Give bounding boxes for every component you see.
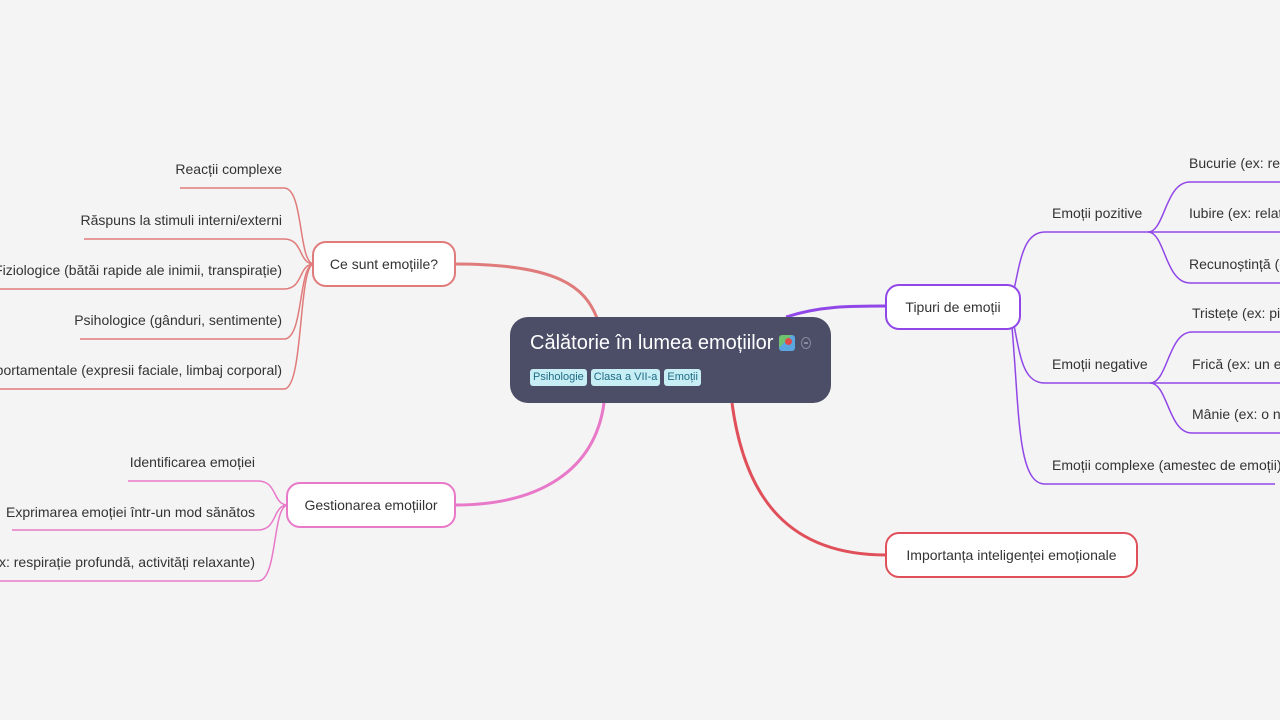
link-what-are-item-5: [0, 263, 315, 390]
world-map-icon: [779, 335, 796, 351]
sub-branch-positive[interactable]: Emoții pozitive: [1052, 205, 1143, 221]
link-root-importance: [730, 402, 887, 557]
leaf-joy[interactable]: Bucurie (ex: reușită): [1189, 155, 1280, 171]
branch-emotional-intelligence[interactable]: Importanța inteligenței emoționale: [885, 532, 1138, 578]
branch-what-are-emotions[interactable]: Ce sunt emoțiile?: [312, 241, 456, 287]
link-managing-item-3: [0, 504, 289, 582]
leaf-physiological[interactable]: Fiziologice (bătăi rapide ale inimii, tr…: [0, 262, 282, 278]
link-negative-item-3: [1149, 382, 1280, 434]
link-managing-item-2: [12, 504, 289, 531]
link-negative-item-1: [1149, 331, 1280, 384]
leaf-express-emotion[interactable]: Exprimarea emoției într-un mod sănătos: [6, 504, 255, 520]
tag[interactable]: Clasa a VII-a: [590, 369, 661, 386]
tag[interactable]: Psihologie: [530, 369, 587, 386]
link-what-are-item-3: [0, 263, 315, 290]
leaf-anger[interactable]: Mânie (ex: o nedreptate): [1192, 406, 1280, 422]
leaf-behavioral[interactable]: Comportamentale (expresii faciale, limba…: [0, 362, 282, 378]
collapse-icon[interactable]: [801, 337, 811, 349]
root-title-row: Călătorie în lumea emoțiilor: [530, 329, 811, 357]
link-positive-item-3: [1147, 231, 1280, 284]
link-types-complex: [1009, 305, 1275, 485]
link-what-are-item-1: [180, 187, 315, 265]
link-positive-item-1: [1147, 181, 1280, 233]
tag[interactable]: Emoții: [664, 369, 701, 386]
leaf-sadness[interactable]: Tristețe (ex: pierdere): [1192, 305, 1280, 321]
sub-branch-negative[interactable]: Emoții negative: [1052, 356, 1148, 372]
leaf-love[interactable]: Iubire (ex: relații): [1189, 205, 1280, 221]
link-types-positive: [1009, 231, 1148, 307]
leaf-identify-emotion[interactable]: Identificarea emoției: [129, 454, 255, 470]
root-tags: Psihologie Clasa a VII-a Emoții: [530, 369, 811, 386]
leaf-complex-reactions[interactable]: Reacții complexe: [175, 161, 282, 177]
link-what-are-item-2: [84, 238, 315, 265]
leaf-psychological[interactable]: Psihologice (gânduri, sentimente): [74, 312, 282, 328]
link-root-managing: [454, 402, 606, 507]
branch-label: Tipuri de emoții: [905, 299, 1001, 315]
leaf-gratitude[interactable]: Recunoștință (ex: ajutor): [1189, 256, 1280, 272]
leaf-calming-techniques[interactable]: Tehnici de calmare (ex: respirație profu…: [0, 554, 255, 570]
leaf-stimuli-response[interactable]: Răspuns la stimuli interni/externi: [80, 212, 282, 228]
link-managing-item-1: [128, 480, 289, 506]
root-title: Călătorie în lumea emoțiilor: [530, 332, 774, 354]
link-root-types: [785, 304, 887, 319]
root-node[interactable]: Călătorie în lumea emoțiilor Psihologie …: [510, 317, 831, 403]
branch-label: Ce sunt emoțiile?: [329, 256, 439, 272]
branch-managing-emotions[interactable]: Gestionarea emoțiilor: [286, 482, 456, 528]
link-root-what-are: [454, 262, 599, 319]
branch-label: Gestionarea emoțiilor: [304, 497, 438, 513]
branch-types-of-emotions[interactable]: Tipuri de emoții: [885, 284, 1021, 330]
branch-label: Importanța inteligenței emoționale: [906, 547, 1117, 563]
leaf-fear[interactable]: Frică (ex: un examen): [1192, 356, 1280, 372]
sub-branch-complex[interactable]: Emoții complexe (amestec de emoții): [1052, 457, 1280, 473]
